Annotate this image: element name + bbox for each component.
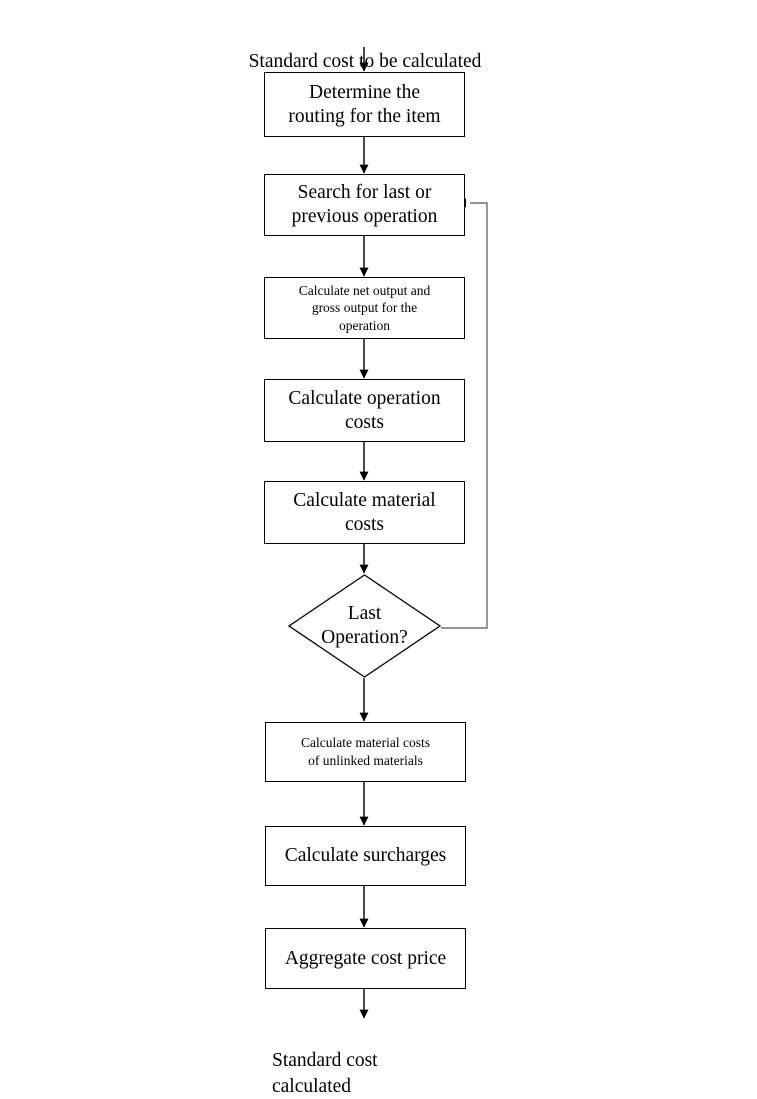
node-search-operation-label: Search for last or previous operation bbox=[291, 182, 438, 227]
node-calculate-outputs[interactable]: Calculate net output and gross output fo… bbox=[264, 277, 465, 339]
node-material-costs-label: Calculate material costs bbox=[293, 489, 436, 535]
node-calculate-outputs-label: Calculate net output and gross output fo… bbox=[298, 282, 431, 333]
decision-diamond-icon bbox=[287, 574, 442, 678]
node-aggregate-cost[interactable]: Aggregate cost price bbox=[265, 928, 466, 989]
node-last-operation-label: Last Operation? bbox=[321, 603, 408, 648]
node-aggregate-cost-label: Aggregate cost price bbox=[284, 947, 447, 969]
end-terminal-label: Standard cost calculated bbox=[272, 1050, 378, 1097]
node-operation-costs[interactable]: Calculate operation costs bbox=[264, 379, 465, 442]
node-last-operation[interactable]: Last Operation? bbox=[287, 574, 442, 678]
node-unlinked-materials[interactable]: Calculate material costs of unlinked mat… bbox=[265, 722, 466, 782]
node-calculate-surcharges-label: Calculate surcharges bbox=[284, 845, 447, 867]
start-terminal-label: Standard cost to be calculated bbox=[248, 51, 482, 73]
node-calculate-surcharges[interactable]: Calculate surcharges bbox=[265, 826, 466, 886]
node-operation-costs-label: Calculate operation costs bbox=[288, 387, 441, 433]
end-terminal: Standard cost calculated bbox=[272, 1023, 522, 1099]
node-search-operation[interactable]: Search for last or previous operation bbox=[264, 174, 465, 236]
node-material-costs[interactable]: Calculate material costs bbox=[264, 481, 465, 544]
start-terminal: Standard cost to be calculated bbox=[220, 24, 510, 75]
node-determine-routing[interactable]: Determine the routing for the item bbox=[264, 72, 465, 137]
node-determine-routing-label: Determine the routing for the item bbox=[288, 81, 441, 127]
node-unlinked-materials-label: Calculate material costs of unlinked mat… bbox=[301, 735, 430, 768]
